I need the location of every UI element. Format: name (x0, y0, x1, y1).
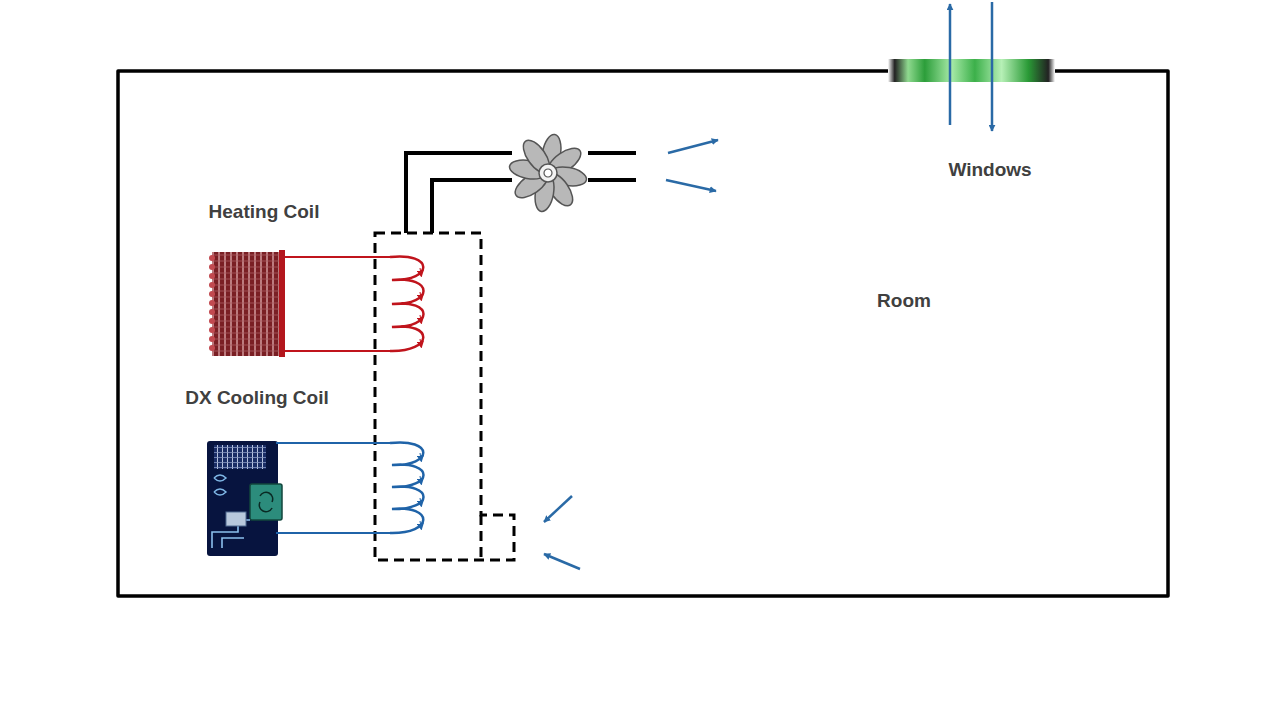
room-region: Room Heating Coil DX Cooling Coil Windows (118, 71, 1168, 596)
flow-arrow (420, 339, 421, 345)
flow-arrow (420, 268, 421, 274)
duct-wall (588, 151, 636, 155)
condenser-grid (214, 445, 266, 469)
flow-arrow (420, 476, 421, 482)
flow-arrow (420, 315, 421, 321)
compressor-symbol (259, 492, 272, 511)
fan-hub (539, 164, 557, 182)
node-label: Windows (948, 159, 1031, 182)
heating-coil-tubes (390, 256, 424, 351)
refrigerant-line (276, 442, 390, 444)
supply-arrow (668, 140, 718, 153)
fan-hub (544, 169, 552, 177)
exhaust-arrow (949, 4, 952, 125)
flow-arrow (420, 521, 421, 527)
valve (226, 512, 246, 526)
hot-water-pipe (285, 256, 390, 258)
refrigerant-pipe (214, 475, 226, 495)
hot-water-pipe (285, 350, 390, 352)
room-wall (118, 71, 1168, 596)
coil-header (279, 250, 285, 357)
flow-arrow (420, 453, 421, 459)
supply-arrow (666, 180, 716, 191)
node-label: Room (877, 290, 931, 313)
air-handler-casing (480, 515, 483, 560)
fan-symbol (508, 133, 588, 213)
dx-cooling-unit: DX Cooling Coil (175, 382, 345, 560)
flow-arrow (420, 498, 421, 504)
cooling-coil-tubes (390, 442, 424, 533)
heating-coil-picture (209, 250, 285, 357)
window-glass (888, 59, 1055, 82)
node-label: DX Cooling Coil (185, 387, 329, 410)
heating-coil-unit: Heating Coil (195, 196, 335, 360)
air-handler-casing (375, 233, 514, 560)
refrigerant-line (276, 532, 390, 534)
compressor (250, 484, 282, 520)
coil-fins (212, 252, 280, 356)
dx-unit-picture (207, 441, 282, 556)
return-arrow (544, 496, 572, 522)
coil-bends (209, 255, 215, 351)
window-opening: Windows (880, 50, 1060, 188)
infiltration-arrow (991, 2, 994, 131)
duct-wall (432, 180, 512, 233)
return-arrow (544, 554, 580, 569)
duct-wall (406, 153, 512, 233)
fan-blade (518, 136, 555, 177)
duct-wall (588, 178, 636, 182)
flow-arrow (420, 292, 421, 298)
node-label: Heating Coil (209, 201, 320, 224)
